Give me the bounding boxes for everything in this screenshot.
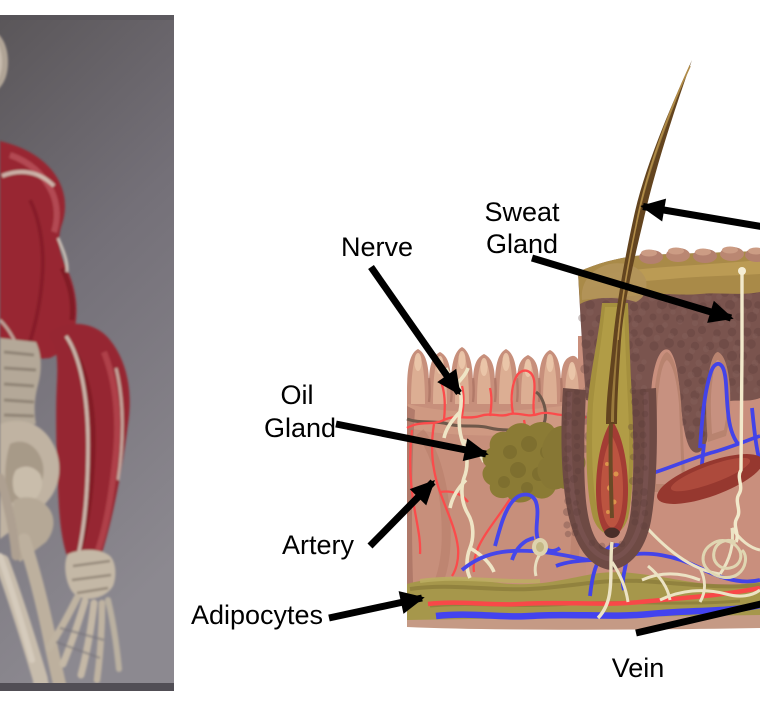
svg-text:Gland: Gland bbox=[486, 229, 558, 259]
svg-text:Gland: Gland bbox=[264, 413, 336, 443]
svg-text:Vein: Vein bbox=[612, 653, 665, 683]
svg-text:Adipocytes: Adipocytes bbox=[191, 600, 323, 630]
svg-text:Sweat: Sweat bbox=[484, 197, 560, 227]
svg-text:Oil: Oil bbox=[281, 380, 314, 410]
svg-text:Artery: Artery bbox=[282, 530, 355, 560]
svg-text:Nerve: Nerve bbox=[341, 232, 413, 262]
